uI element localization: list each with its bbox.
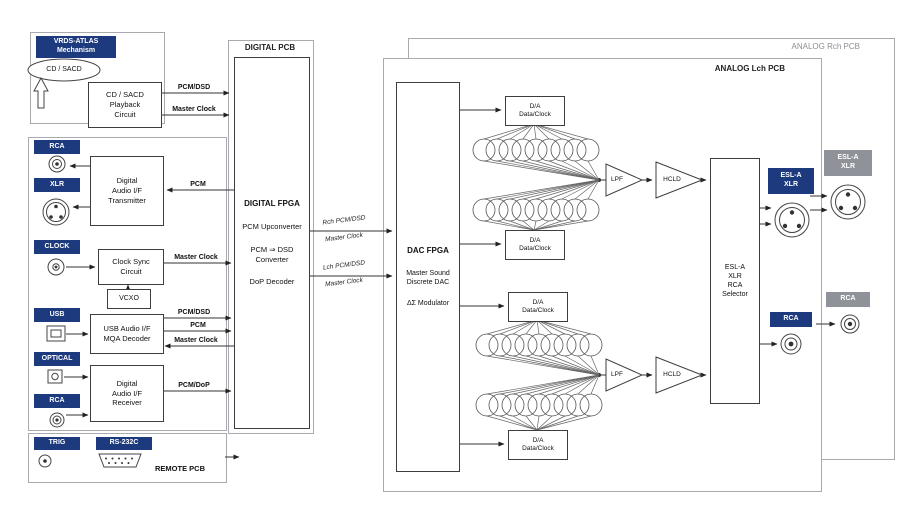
dac-fpga-box: DAC FPGA Master Sound Discrete DAC ΔΣ Mo…	[396, 82, 460, 472]
digital-audio-transmitter-box: Digital Audio I/F Transmitter	[90, 156, 164, 226]
dac-fpga-function-1: Master Sound Discrete DAC	[406, 269, 450, 286]
signal-pcm-dsd-playback: PCM/DSD	[177, 84, 211, 91]
label-clock-in: CLOCK	[34, 240, 80, 254]
analog-lch-pcb-title: ANALOG Lch PCB	[714, 64, 785, 73]
analog-rch-pcb-title: ANALOG Rch PCB	[791, 42, 860, 51]
label-rca-digital-out: RCA	[34, 140, 80, 154]
dac-fpga-title: DAC FPGA	[407, 246, 449, 256]
signal-master-clock-sync: Master Clock	[174, 254, 218, 261]
digital-fpga-function-3: DoP Decoder	[249, 277, 295, 287]
signal-master-clock-usb: Master Clock	[174, 337, 218, 344]
digital-audio-receiver-box: Digital Audio I/F Receiver	[90, 365, 164, 422]
signal-rch-pcm-dsd: Rch PCM/DSD	[322, 214, 366, 227]
signal-pcm-dsd-usb: PCM/DSD	[177, 309, 211, 316]
dac-fpga-function-2: ΔΣ Modulator	[406, 299, 450, 307]
lpf-label-bottom: LPF	[611, 371, 623, 378]
label-trig: TRIG	[34, 437, 80, 450]
lpf-label-top: LPF	[611, 176, 623, 183]
da-data-clock-box-1: D/A Data/Clock	[505, 96, 565, 126]
digital-fpga-title: DIGITAL FPGA	[244, 198, 300, 208]
mechanism-label: VRDS-ATLAS Mechanism	[36, 36, 116, 58]
da-data-clock-box-2: D/A Data/Clock	[505, 230, 565, 260]
label-esl-a-xlr-lch: ESL-A XLR	[768, 168, 814, 194]
vcxo-box: VCXO	[107, 289, 151, 309]
disc-label: CD / SACD	[46, 66, 82, 73]
label-usb-in: USB	[34, 308, 80, 322]
hcld-label-bottom: HCLD	[663, 371, 681, 378]
usb-audio-decoder-box: USB Audio I/F MQA Decoder	[90, 314, 164, 354]
da-data-clock-box-4: D/A Data/Clock	[508, 430, 568, 460]
signal-master-clock-playback: Master Clock	[172, 106, 216, 113]
signal-pcm-usb: PCM	[190, 322, 206, 329]
playback-circuit-box: CD / SACD Playback Circuit	[88, 82, 162, 128]
da-data-clock-box-3: D/A Data/Clock	[508, 292, 568, 322]
label-xlr-digital-out: XLR	[34, 178, 80, 192]
signal-lch-master-clock: Master Clock	[324, 276, 364, 289]
signal-lch-pcm-dsd: Lch PCM/DSD	[322, 259, 366, 272]
signal-rch-master-clock: Master Clock	[324, 231, 364, 244]
hcld-label-top: HCLD	[663, 176, 681, 183]
label-rca-digital-in: RCA	[34, 394, 80, 408]
label-rs232c: RS-232C	[96, 437, 152, 450]
label-rca-out-rch: RCA	[826, 292, 870, 307]
label-esl-a-xlr-rch: ESL-A XLR	[824, 150, 872, 176]
digital-fpga-function-1: PCM Upconverter	[242, 222, 302, 232]
digital-fpga-box: DIGITAL FPGA PCM Upconverter PCM ⇒ DSD C…	[234, 57, 310, 429]
signal-pcm-dop: PCM/DoP	[178, 382, 210, 389]
remote-pcb-title: REMOTE PCB	[154, 464, 205, 473]
signal-pcm-transmitter: PCM	[190, 181, 206, 188]
label-rca-out-lch: RCA	[770, 312, 812, 327]
output-selector-box: ESL-A XLR RCA Selector	[710, 158, 760, 404]
label-optical-in: OPTICAL	[34, 352, 80, 366]
digital-pcb-title: DIGITAL PCB	[244, 43, 296, 52]
clock-sync-box: Clock Sync Circuit	[98, 249, 164, 285]
digital-fpga-function-2: PCM ⇒ DSD Converter	[250, 244, 294, 264]
